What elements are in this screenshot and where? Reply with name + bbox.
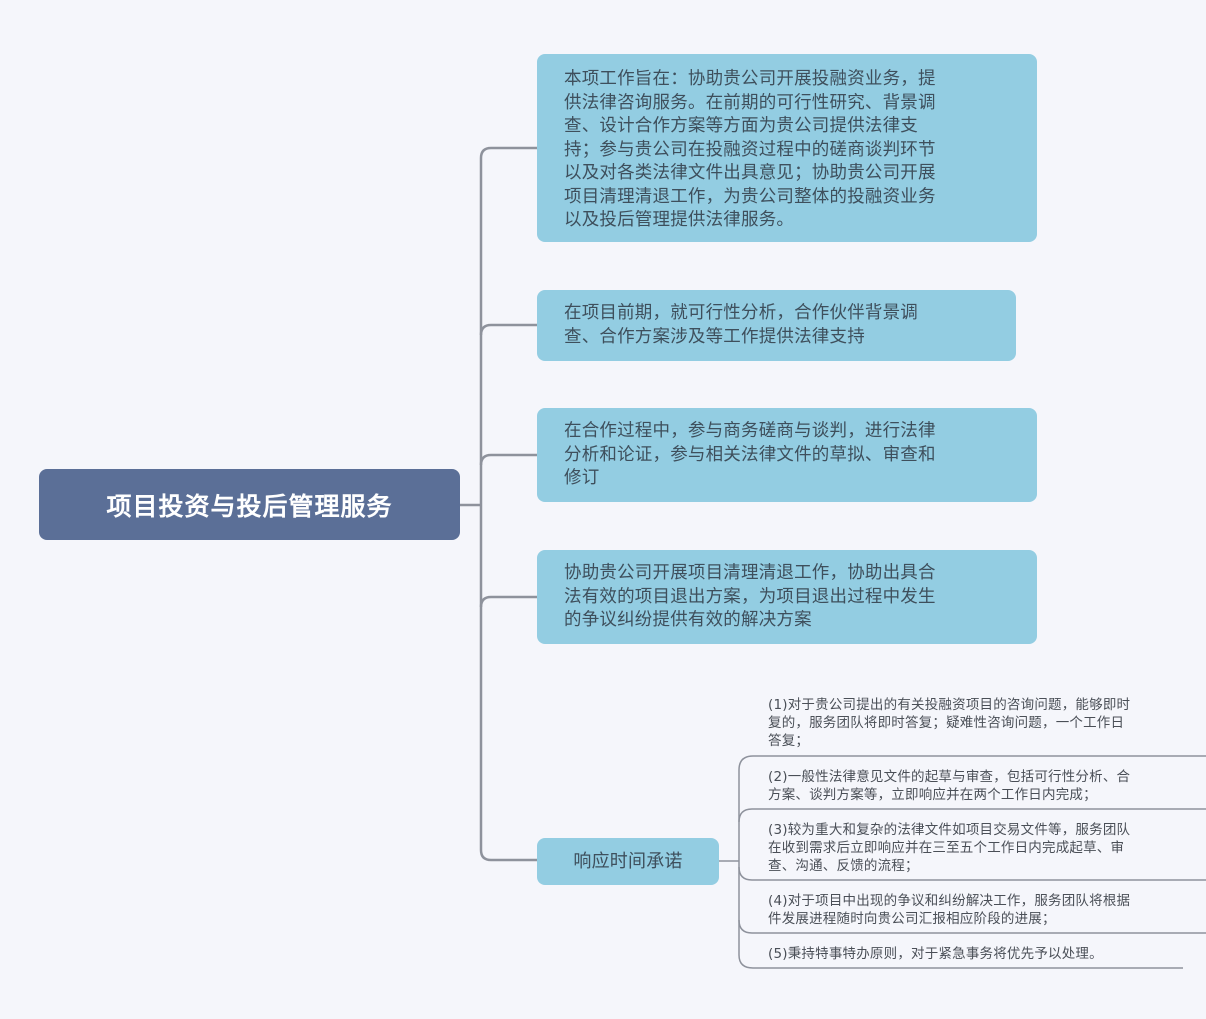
node-text-line: 本项工作旨在：协助贵公司开展投融资业务，提: [564, 69, 936, 89]
node-text-line: 协助贵公司开展项目清理清退工作，协助出具合: [564, 563, 936, 583]
leaf-node-5[interactable]: (5)秉持特事特办原则，对于紧急事务将优先予以处理。: [768, 945, 1206, 963]
node-text-line: 持；参与贵公司在投融资过程中的磋商谈判环节: [564, 139, 936, 160]
leaf-text-line: 在收到需求后立即响应并在三至五个工作日内完成起草、审: [768, 840, 1125, 856]
leaf-text-line: 复的，服务团队将即时答复；疑难性咨询问题，一个工作日: [768, 715, 1125, 731]
leaf-text-line: (3)较为重大和复杂的法律文件如项目交易文件等，服务团队: [768, 822, 1131, 838]
leaf-text-line: (5)秉持特事特办原则，对于紧急事务将优先予以处理。: [768, 946, 1103, 962]
leaf-node-1[interactable]: (1)对于贵公司提出的有关投融资项目的咨询问题，能够即时 复的，服务团队将即时答…: [768, 696, 1206, 750]
leaf-node-4[interactable]: (4)对于项目中出现的争议和纠纷解决工作，服务团队将根据 件发展进程随时向贵公司…: [768, 892, 1206, 928]
node-text-line: 法有效的项目退出方案，为项目退出过程中发生: [564, 586, 936, 607]
node-text-line: 项目清理清退工作，为贵公司整体的投融资业务: [564, 186, 936, 207]
leaf-text-line: (1)对于贵公司提出的有关投融资项目的咨询问题，能够即时: [768, 697, 1131, 713]
node-text-line: 分析和论证，参与相关法律文件的草拟、审查和: [564, 444, 936, 465]
node-text-line: 查、合作方案涉及等工作提供法律支持: [564, 326, 865, 347]
leaf-text-line: 查、沟通、反馈的流程；: [768, 858, 919, 874]
branch-node-response-time[interactable]: 响应时间承诺: [537, 838, 719, 885]
node-label: 响应时间承诺: [573, 850, 683, 872]
node-text-line: 修订: [564, 468, 600, 488]
node-text-line: 的争议纠纷提供有效的解决方案: [564, 610, 812, 630]
branch-node-overview[interactable]: 本项工作旨在：协助贵公司开展投融资业务，提 供法律咨询服务。在前期的可行性研究、…: [537, 54, 1037, 242]
branch-node-cooperation[interactable]: 在合作过程中，参与商务磋商与谈判，进行法律 分析和论证，参与相关法律文件的草拟、…: [537, 408, 1037, 502]
leaf-text-line: (4)对于项目中出现的争议和纠纷解决工作，服务团队将根据: [768, 893, 1131, 909]
leaf-text-line: (2)一般性法律意见文件的起草与审查，包括可行性分析、合: [768, 769, 1131, 785]
node-text-line: 以及投后管理提供法律服务。: [564, 210, 795, 230]
node-text-line: 供法律咨询服务。在前期的可行性研究、背景调: [564, 92, 936, 113]
leaf-node-3[interactable]: (3)较为重大和复杂的法律文件如项目交易文件等，服务团队 在收到需求后立即响应并…: [768, 821, 1206, 875]
leaf-text-line: 方案、谈判方案等，立即响应并在两个工作日内完成；: [768, 787, 1097, 803]
node-text-line: 查、设计合作方案等方面为贵公司提供法律支: [564, 116, 918, 136]
node-text-line: 以及对各类法律文件出具意见；协助贵公司开展: [564, 163, 936, 183]
branch-node-early-stage[interactable]: 在项目前期，就可行性分析，合作伙伴背景调 查、合作方案涉及等工作提供法律支持: [537, 290, 1016, 361]
leaf-text-line: 答复；: [768, 733, 810, 749]
node-text-line: 在合作过程中，参与商务磋商与谈判，进行法律: [564, 421, 936, 441]
node-text-line: 在项目前期，就可行性分析，合作伙伴背景调: [564, 303, 918, 323]
root-label: 项目投资与投后管理服务: [106, 491, 393, 521]
leaf-node-2[interactable]: (2)一般性法律意见文件的起草与审查，包括可行性分析、合 方案、谈判方案等，立即…: [768, 768, 1206, 804]
branch-node-exit[interactable]: 协助贵公司开展项目清理清退工作，协助出具合 法有效的项目退出方案，为项目退出过程…: [537, 550, 1037, 644]
leaf-text-line: 件发展进程随时向贵公司汇报相应阶段的进展；: [768, 911, 1056, 927]
root-node[interactable]: 项目投资与投后管理服务: [39, 469, 460, 540]
